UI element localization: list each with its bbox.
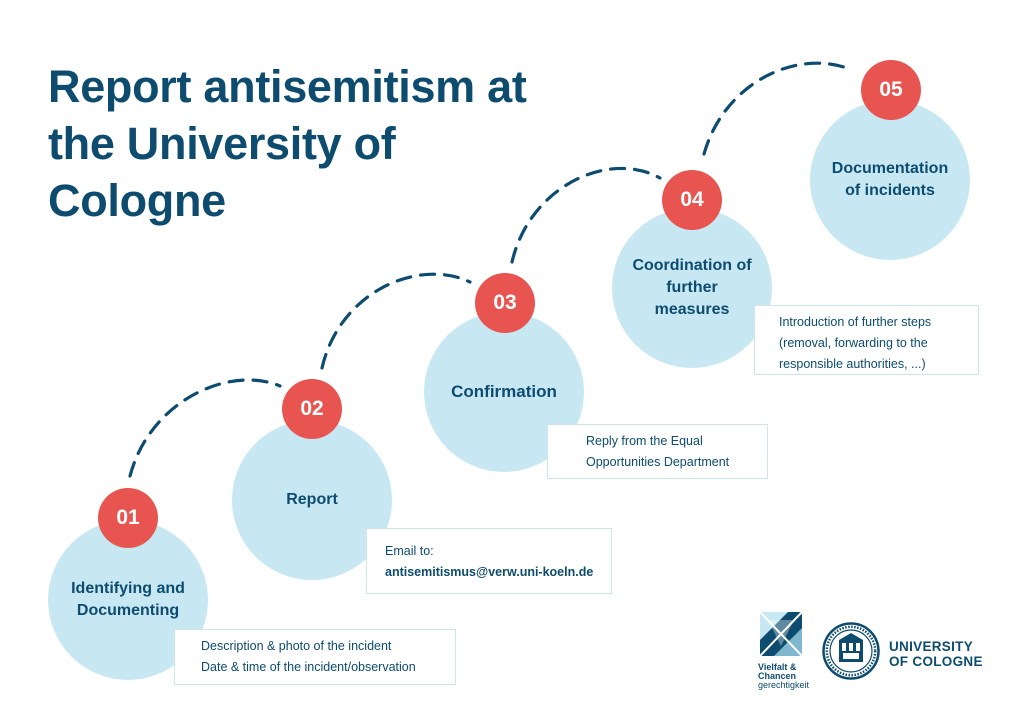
connector-arc-3-4 xyxy=(510,166,662,264)
step-circle-4: Coordination of further measures xyxy=(612,208,772,368)
step-badge-2: 02 xyxy=(282,379,342,439)
vielfalt-text-line-3: gerechtigkeit xyxy=(758,680,810,690)
step-badge-5: 05 xyxy=(861,60,921,120)
step-badge-1: 01 xyxy=(98,488,158,548)
step-circle-1: Identifying and Documenting xyxy=(48,520,208,680)
step-4-label-line-2: further xyxy=(666,279,718,296)
email-address: antisemitismus@verw.uni-koeln.de xyxy=(385,565,594,579)
step-4-label-line-1: Coordination of xyxy=(632,257,752,274)
detail-1-line-1: Description & photo of the incident xyxy=(201,639,392,653)
detail-1-line-2: Date & time of the incident/observation xyxy=(201,660,416,674)
vielfalt-text-line-2: Chancen xyxy=(758,671,797,681)
university-seal-icon xyxy=(822,622,880,680)
detail-box-step-2: Email to: antisemitismus@verw.uni-koeln.… xyxy=(366,528,612,594)
step-badge-3: 03 xyxy=(475,273,535,333)
vielfalt-logo-text: Vielfalt & Chancen gerechtigkeit xyxy=(758,663,814,690)
step-label-5: Documentation of incidents xyxy=(832,158,948,202)
step-1-label-line-2: Documenting xyxy=(76,602,180,619)
detail-2-line-1: Email to: xyxy=(385,544,434,558)
step-label-1: Identifying and Documenting xyxy=(71,578,185,622)
vielfalt-logo-icon xyxy=(759,611,803,657)
detail-4-line-3: responsible authorities, ...) xyxy=(779,357,926,371)
detail-4-line-1: Introduction of further steps xyxy=(779,315,932,329)
page-title: Report antisemitism at the University of… xyxy=(48,58,608,229)
connector-arc-1-2 xyxy=(128,378,282,478)
title-line-1: Report antisemitism at xyxy=(48,61,527,112)
connector-arc-2-3 xyxy=(320,272,472,370)
step-label-3: Confirmation xyxy=(451,381,557,403)
step-2-label-line-1: Report xyxy=(286,491,338,508)
detail-4-line-2: (removal, forwarding to the xyxy=(779,336,928,350)
university-name-line-2: OF COLOGNE xyxy=(889,654,983,669)
title-line-2: the University of xyxy=(48,118,396,169)
step-5-label-line-2: of incidents xyxy=(845,182,935,199)
detail-3-line-1: Reply from the Equal xyxy=(586,434,703,448)
step-5-label-line-1: Documentation xyxy=(831,160,949,177)
vielfalt-logo: Vielfalt & Chancen gerechtigkeit xyxy=(758,610,814,690)
connector-arc-4-5 xyxy=(702,61,854,156)
detail-3-line-2: Opportunities Department xyxy=(586,455,730,469)
university-name-line-1: UNIVERSITY xyxy=(889,639,974,654)
vielfalt-text-line-1: Vielfalt & xyxy=(758,662,797,672)
title-line-3: Cologne xyxy=(48,175,226,226)
university-name: UNIVERSITY OF COLOGNE xyxy=(889,639,983,669)
step-badge-4: 04 xyxy=(662,170,722,230)
step-1-label-line-1: Identifying and xyxy=(71,580,185,597)
step-3-label-line-1: Confirmation xyxy=(451,382,557,401)
step-circle-5: Documentation of incidents xyxy=(810,100,970,260)
detail-box-step-4: Introduction of further steps (removal, … xyxy=(754,305,979,375)
step-label-2: Report xyxy=(286,489,338,511)
step-4-label-line-3: measures xyxy=(654,301,730,318)
detail-box-step-3: Reply from the Equal Opportunities Depar… xyxy=(547,424,768,479)
step-label-4: Coordination of further measures xyxy=(632,255,751,321)
step-circle-2: Report xyxy=(232,420,392,580)
detail-box-step-1: Description & photo of the incident Date… xyxy=(174,629,456,685)
